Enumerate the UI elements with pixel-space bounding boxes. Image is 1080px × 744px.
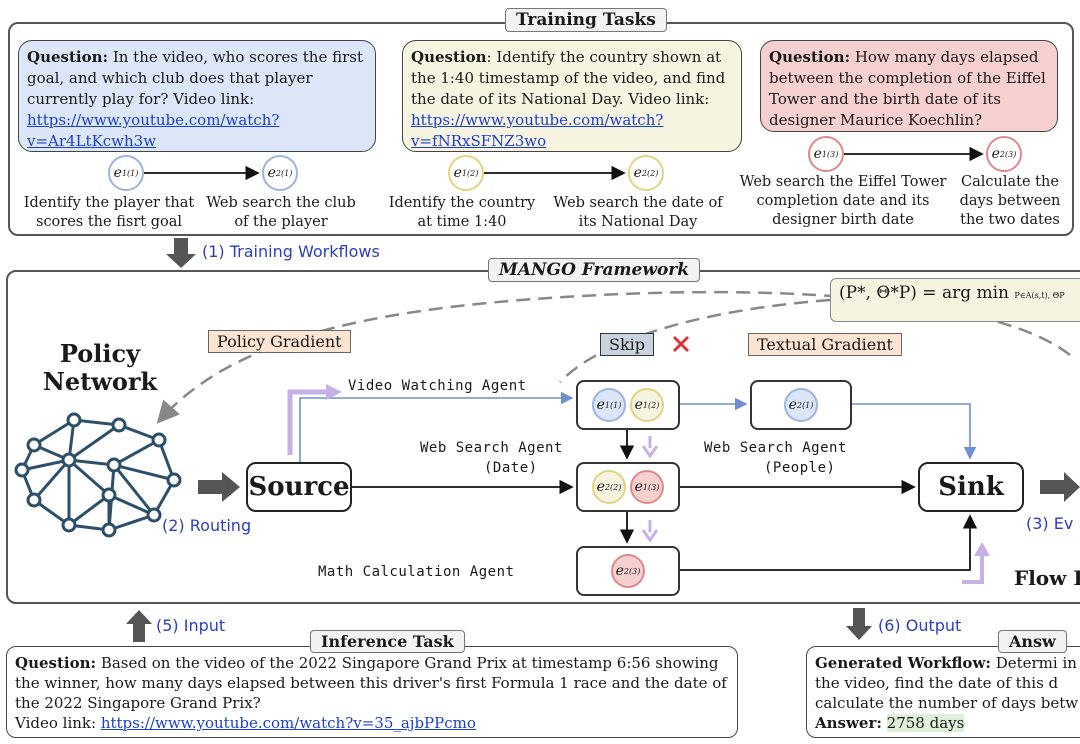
math-agent-label: Math Calculation Agent bbox=[318, 564, 515, 580]
web-date-agent-label: Web Search Agent bbox=[420, 440, 563, 456]
web-people-agent-sub: (People) bbox=[764, 460, 836, 476]
task2-step1-label: Identify the country at time 1:40 bbox=[388, 195, 536, 230]
mango-framework-title: MANGO Framework bbox=[488, 258, 701, 282]
training-question-3: Question: How many days elapsed between … bbox=[760, 40, 1058, 132]
training-question-1: Question: In the video, who scores the f… bbox=[18, 40, 376, 152]
task1-step1-label: Identify the player that scores the fisr… bbox=[23, 195, 195, 230]
evaluation-label: (3) Ev bbox=[1026, 514, 1074, 533]
training-tasks-title: Training Tasks bbox=[505, 8, 667, 32]
source-node[interactable]: Source bbox=[246, 462, 352, 512]
task3-step1-label: Web search the Eiffel Tower completion d… bbox=[739, 174, 947, 228]
policy-gradient-tag: Policy Gradient bbox=[208, 330, 351, 353]
video-link-1[interactable]: https://www.youtube.com/watch?v=Ar4LtKcw… bbox=[27, 111, 280, 150]
training-workflows-label: (1) Training Workflows bbox=[202, 242, 380, 261]
output-label: (6) Output bbox=[878, 616, 962, 635]
input-label: (5) Input bbox=[156, 616, 226, 635]
task2-step2-label: Web search the date of its National Day bbox=[553, 195, 723, 230]
answer-title: Answ bbox=[998, 630, 1067, 653]
task3-step2-label: Calculate the days between the two dates bbox=[959, 174, 1061, 228]
routing-label: (2) Routing bbox=[162, 516, 252, 535]
inference-video-link[interactable]: https://www.youtube.com/watch?v=35_ajbPP… bbox=[100, 714, 476, 732]
web-date-agent-sub: (Date) bbox=[484, 460, 538, 476]
video-link-2[interactable]: https://www.youtube.com/watch?v=fNRxSFNZ… bbox=[411, 111, 664, 150]
video-agent-label: Video Watching Agent bbox=[348, 378, 527, 394]
sink-node[interactable]: Sink bbox=[918, 462, 1024, 512]
skip-tag: Skip bbox=[600, 333, 655, 356]
inference-task-title: Inference Task bbox=[310, 630, 465, 653]
web-people-agent-label: Web Search Agent bbox=[704, 440, 847, 456]
policy-network-label: Policy Network bbox=[42, 339, 158, 396]
policy-network-icon bbox=[14, 412, 182, 538]
textual-gradient-tag: Textual Gradient bbox=[748, 333, 902, 356]
flow-label-cut: Flow I bbox=[1014, 566, 1080, 590]
answer-value: 2758 days bbox=[886, 714, 965, 732]
answer-box: Generated Workflow: Determi in the video… bbox=[806, 646, 1080, 738]
task1-step2-label: Web search the club of the player bbox=[206, 195, 356, 230]
objective-formula: (P*, Θ*P) = arg min P∈A(s,t), ΘP bbox=[830, 278, 1080, 322]
training-question-2: Question: Identify the country shown at … bbox=[402, 40, 742, 152]
inference-task-box: Question: Based on the video of the 2022… bbox=[6, 646, 738, 738]
